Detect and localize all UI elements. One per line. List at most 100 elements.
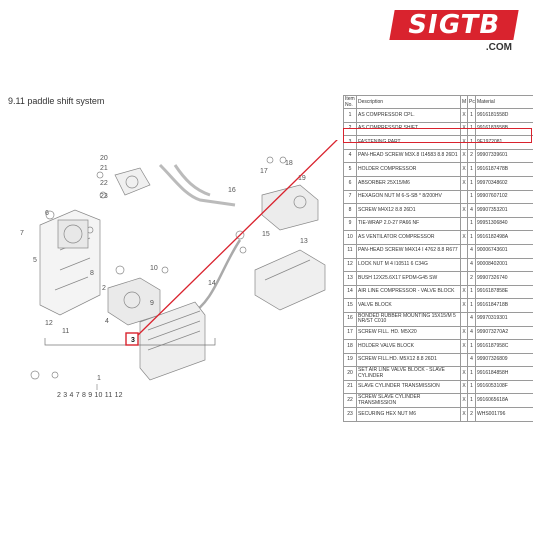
item-material: 9F1972081 [475, 135, 533, 150]
callout-18: 18 [285, 160, 293, 167]
item-m-flag [460, 189, 468, 205]
item-number: 19 [343, 352, 357, 368]
item-material: 99951306840 [475, 216, 533, 232]
item-description: SET AIR LINE VALVE BLOCK - SLAVE CYLINDE… [356, 366, 461, 381]
item-m-flag: X [460, 230, 468, 245]
item-quantity: 1 [467, 366, 476, 381]
callout-11: 11 [62, 328, 69, 335]
item-material: 9916183558B [475, 121, 533, 137]
item-description: ABSORBER 25X15/M6 [356, 175, 461, 191]
item-description: HOLDER COMPRESSOR [356, 162, 461, 177]
item-m-flag [460, 352, 468, 368]
item-material: 99970348602 [475, 175, 533, 191]
item-material: 9916184718B [475, 298, 533, 313]
item-quantity: 1 [467, 284, 476, 300]
item-number: 20 [343, 366, 357, 381]
callout-23: 23 [100, 193, 108, 200]
callout-19: 19 [298, 175, 306, 182]
exploded-diagram: 20 21 22 23 17 18 19 16 15 13 14 9 10 6 … [20, 140, 338, 390]
item-description: PAN-HEAD SCREW M3X.8 I14583 8.8 26D1 [356, 148, 461, 164]
item-description: VALVE BLOCK [356, 298, 461, 313]
item-material: 99907353201 [475, 203, 533, 218]
callout-4: 4 [105, 318, 109, 325]
callout-highlight-box [125, 332, 139, 346]
callout-8: 8 [90, 270, 94, 277]
item-number: 12 [343, 257, 357, 273]
item-m-flag [460, 271, 468, 286]
item-m-flag: X [460, 175, 468, 191]
item-number: 4 [343, 148, 357, 164]
item-material: 9916053108F [475, 379, 533, 395]
item-material: 99907607102 [475, 189, 533, 205]
item-description: AS COMPRESSOR CPL. [356, 108, 461, 123]
callout-15: 15 [262, 231, 270, 238]
item-description: PAN-HEAD SCREW M4X14 I 4762 8.8 R677 [356, 243, 461, 259]
item-m-flag: X [460, 203, 468, 218]
diagram-drawing [30, 156, 326, 381]
item-material: 999073270A2 [475, 325, 533, 341]
item-material: 99970319301 [475, 311, 533, 327]
item-number: 1 [343, 108, 357, 123]
item-m-flag: X [460, 339, 468, 354]
callout-13: 13 [300, 238, 308, 245]
callout-17: 17 [260, 168, 268, 175]
callout-1: 1 [97, 375, 101, 382]
item-quantity: 1 [467, 175, 476, 191]
item-quantity: 1 [467, 393, 476, 409]
item-quantity: 2 [467, 407, 476, 422]
callout-22: 22 [100, 180, 108, 187]
item-number: 10 [343, 230, 357, 245]
item-material: 9916187478B [475, 162, 533, 177]
item-quantity: 1 [467, 216, 476, 232]
item-description: AS VENTILATOR COMPRESSOR [356, 230, 461, 245]
item-material: 9916182498A [475, 230, 533, 245]
callout-14: 14 [208, 280, 216, 287]
item-number: 8 [343, 203, 357, 218]
item-description: AIR LINE COMPRESSOR - VALVE BLOCK [356, 284, 461, 300]
item-description: HOLDER VALVE BLOCK [356, 339, 461, 354]
item-m-flag: X [460, 379, 468, 395]
item-number: 17 [343, 325, 357, 341]
item-description: HEXAGON NUT M 6-S-SB * 8/200HV [356, 189, 461, 205]
callout-3: 3 [131, 337, 135, 344]
item-material: 99907326809 [475, 352, 533, 368]
item-material: 99907326740 [475, 271, 533, 286]
item-number: 15 [343, 298, 357, 313]
item-number: 6 [343, 175, 357, 191]
item-quantity: 4 [467, 352, 476, 368]
site-logo[interactable]: SIGTB .COM [389, 10, 519, 54]
item-m-flag: X [460, 284, 468, 300]
item-description: SCREW M4X12 8.8 26D1 [356, 203, 461, 218]
item-material: 9916065618A [475, 393, 533, 409]
table-header-row: Item No. Description M Pc Material [343, 95, 533, 109]
item-description: SLAVE CYLINDER TRANSMISSION [356, 379, 461, 395]
item-number: 3 [343, 135, 357, 150]
item-description: TIE-WRAP 2.0-27 PA66 NF [356, 216, 461, 232]
item-m-flag: X [460, 366, 468, 381]
